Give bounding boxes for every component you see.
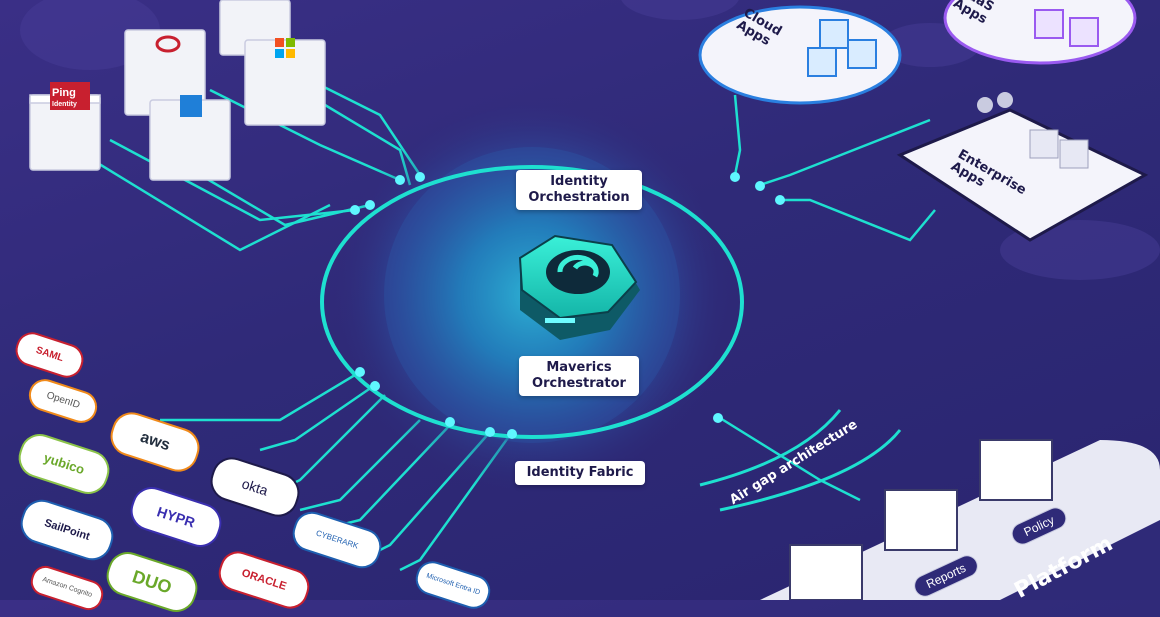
orchestration-ring xyxy=(320,165,744,439)
ping-logo-line-1: Ping xyxy=(52,87,76,99)
enterprise-apps xyxy=(896,92,1149,242)
server-microsoft xyxy=(244,38,326,126)
identity-orchestration-label: Identity Orchestration xyxy=(516,170,642,210)
identity-orchestration-line-2: Orchestration xyxy=(528,190,630,205)
server-stacks xyxy=(29,0,326,181)
ping-identity-logo: Ping Identity xyxy=(52,88,77,110)
server-oracle xyxy=(124,29,206,116)
server-ping xyxy=(29,82,101,171)
maverics-orchestrator-line-1: Maverics xyxy=(546,360,612,375)
maverics-orchestrator-label: Maverics Orchestrator xyxy=(519,356,639,396)
server-azure-ad xyxy=(149,95,231,181)
maverics-orchestrator-icon xyxy=(518,234,640,340)
dashboard-screens xyxy=(789,439,1053,600)
identity-fabric-label: Identity Fabric xyxy=(515,461,645,485)
maverics-orchestrator-line-2: Orchestrator xyxy=(532,376,626,391)
identity-orchestration-line-1: Identity xyxy=(550,174,608,189)
ring-nodes xyxy=(350,172,785,439)
identity-fabric-diagram xyxy=(20,0,1160,600)
cloud-apps xyxy=(698,5,902,105)
ping-logo-line-2: Identity xyxy=(52,101,77,108)
saas-apps xyxy=(943,0,1137,65)
